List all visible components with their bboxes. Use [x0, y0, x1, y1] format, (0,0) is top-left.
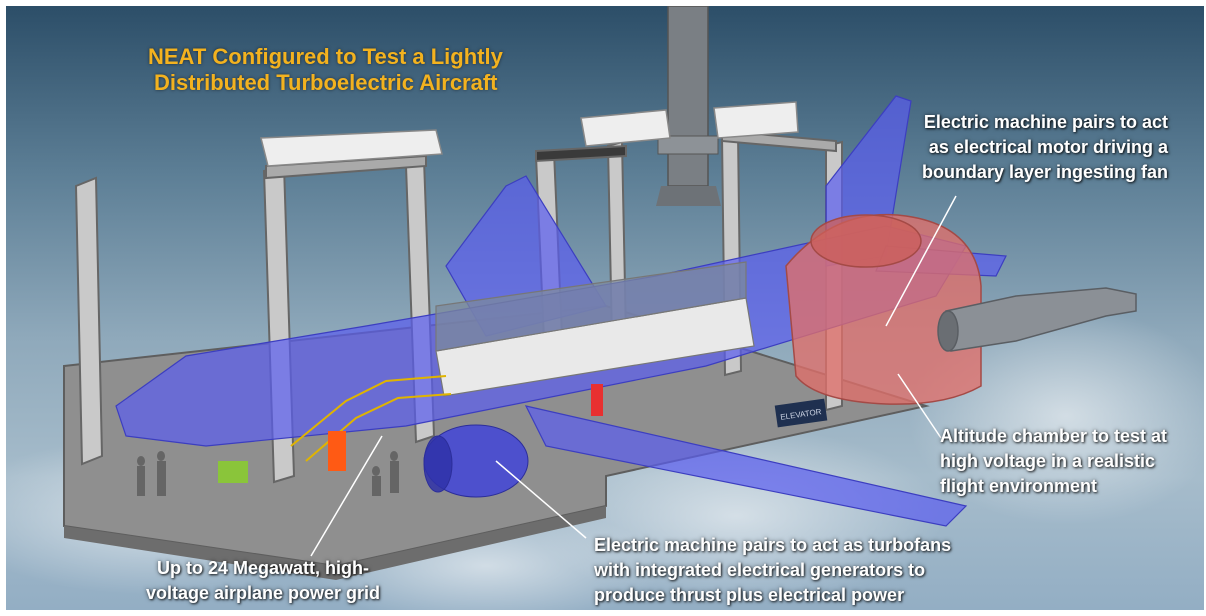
- diagram-frame: ELEVATOR NEAT Configured to Test a Light…: [6, 6, 1204, 610]
- exhaust-stack: [667, 6, 709, 187]
- title-line-2: Distributed Turboelectric Aircraft: [154, 70, 498, 95]
- callout-altitude-line-1: Altitude chamber to test at: [940, 426, 1168, 446]
- test-section: [435, 261, 755, 397]
- diagram-title: NEAT Configured to Test a Lightly Distri…: [148, 44, 503, 96]
- test-facility-illustration: ELEVATOR: [63, 6, 1137, 580]
- callout-turbofan-line-3: produce thrust plus electrical power: [594, 585, 905, 605]
- orange-cabinet: [328, 431, 346, 471]
- exhaust-stack-base: [656, 186, 721, 206]
- people-silhouettes: [137, 451, 399, 496]
- overhead-cranes: [260, 101, 799, 167]
- callout-altitude-line-3: flight environment: [940, 476, 1097, 496]
- callout-turbofan: Electric machine pairs to act as turbofa…: [594, 533, 951, 608]
- callout-grid-line-1: Up to 24 Megawatt, high-: [157, 558, 370, 578]
- callout-turbofan-line-2: with integrated electrical generators to: [594, 560, 926, 580]
- callout-altitude-line-2: high voltage in a realistic: [940, 451, 1156, 471]
- floor-edge: [64, 506, 606, 580]
- aircraft-lower-wing: [524, 405, 968, 527]
- callout-grid-line-2: voltage airplane power grid: [146, 583, 381, 603]
- callout-turbofan-line-1: Electric machine pairs to act as turbofa…: [594, 535, 952, 555]
- callout-altitude-chamber: Altitude chamber to test at high voltage…: [940, 424, 1167, 499]
- green-cabinet: [218, 461, 248, 483]
- title-line-1: NEAT Configured to Test a Lightly: [148, 44, 503, 69]
- exhaust-duct: [937, 287, 1137, 352]
- exhaust-stack-collar: [657, 135, 719, 155]
- callout-motor: Electric machine pairs to act as electri…: [922, 110, 1168, 185]
- callout-power-grid: Up to 24 Megawatt, high- voltage airplan…: [146, 556, 380, 606]
- callout-leaders: [310, 195, 957, 557]
- elevator-pad: [774, 398, 828, 428]
- callout-motor-line-2: as electrical motor driving a: [928, 137, 1168, 157]
- callout-motor-line-1: Electric machine pairs to act: [923, 112, 1168, 132]
- callout-motor-line-3: boundary layer ingesting fan: [921, 162, 1168, 182]
- altitude-chamber: [785, 213, 982, 405]
- red-panel: [591, 384, 603, 416]
- turbofan-engine: [423, 424, 529, 498]
